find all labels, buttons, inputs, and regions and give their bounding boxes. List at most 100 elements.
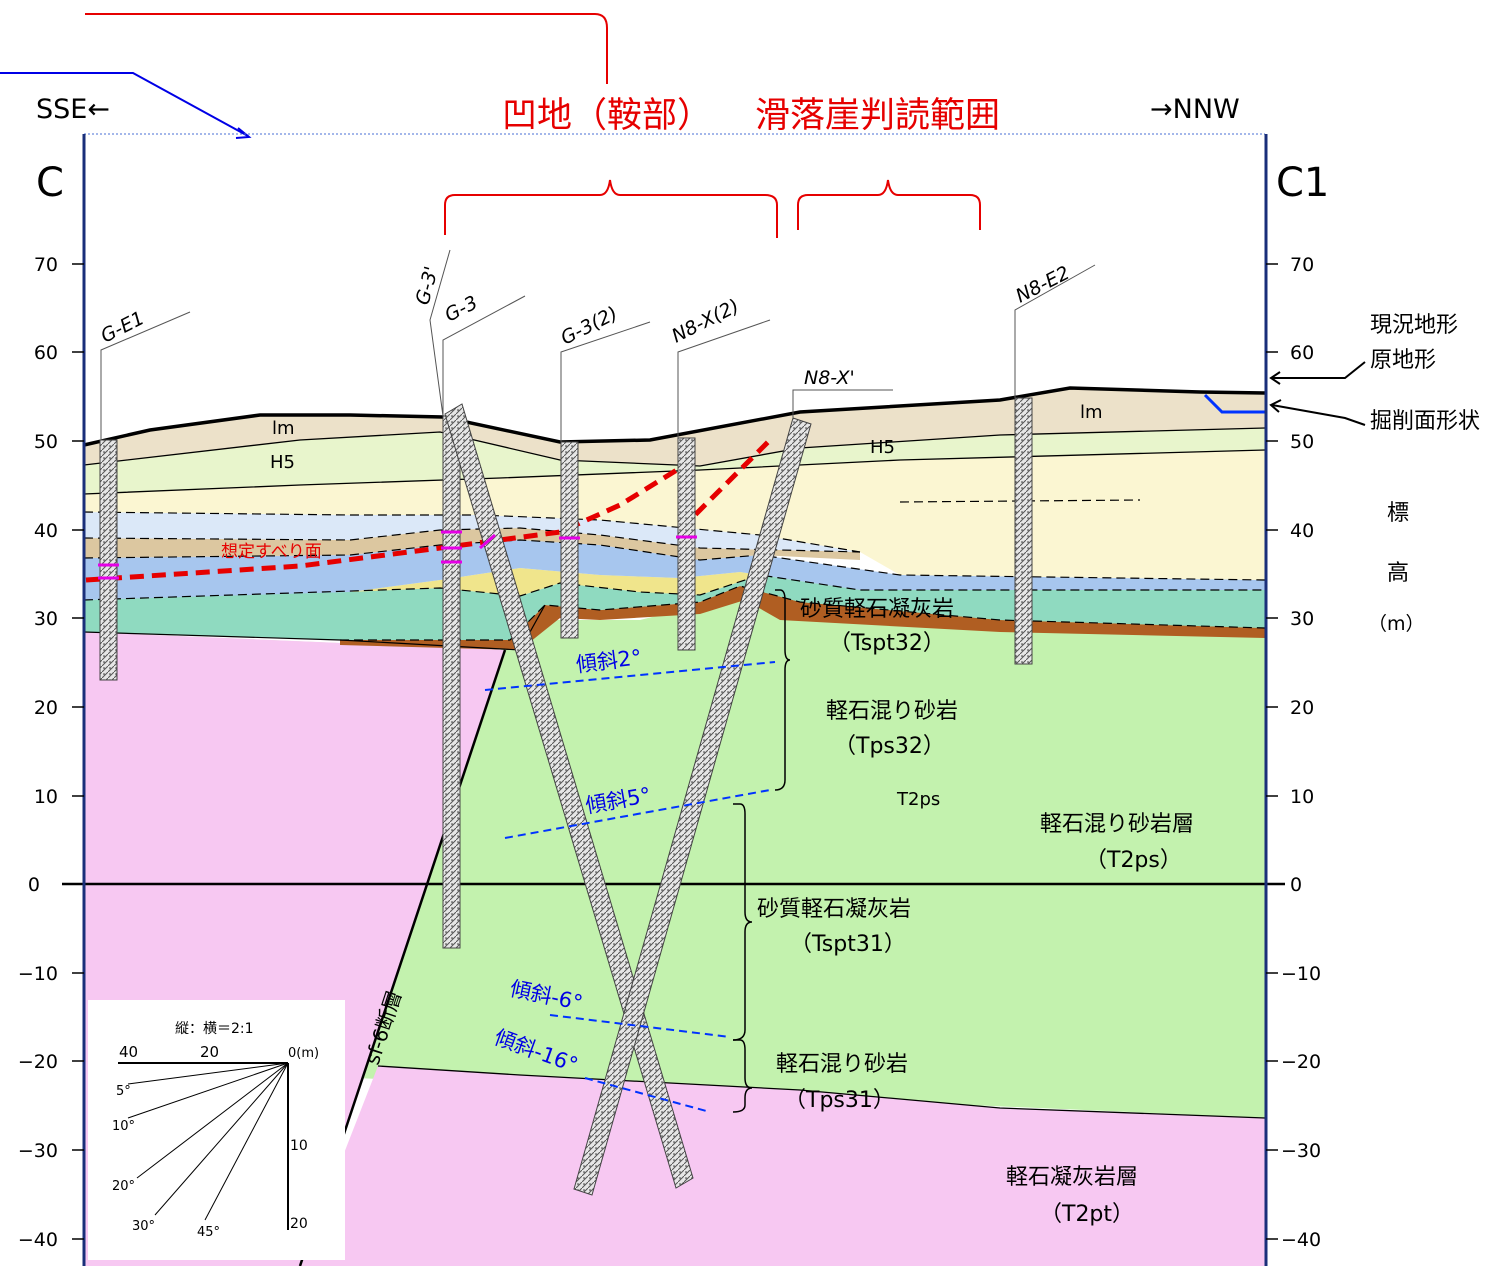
t2pt-code: （T2pt） [1040, 1202, 1134, 1227]
tick-label: 50 [1290, 431, 1314, 453]
tps32-label: 軽石混り砂岩 [826, 699, 958, 724]
inset-angle: 5° [116, 1084, 131, 1099]
tick-label: 70 [34, 254, 58, 276]
tspt31-label: 砂質軽石凝灰岩 [757, 897, 911, 922]
h5-layer [84, 428, 1265, 494]
cream-boundary [83, 449, 1266, 495]
black-braces [732, 589, 791, 1113]
borehole-leaders [100, 249, 1096, 442]
tick-label: 0 [1290, 874, 1302, 896]
t2ps-label: 軽石混り砂岩層 [1040, 812, 1194, 837]
lightblue-layer [84, 512, 860, 552]
t2pt-label: 軽石凝灰岩層 [1006, 1165, 1138, 1190]
inset-angle: 45° [197, 1225, 220, 1240]
inset-angle: 30° [132, 1219, 155, 1234]
tick-label: −30 [18, 1140, 58, 1162]
depression-title: 凹地（鞍部） [502, 96, 712, 136]
borehole-g-e1 [99, 439, 118, 681]
axis-unit: （m） [1368, 613, 1425, 635]
dip-lines [484, 661, 776, 1113]
tick-label: 40 [34, 520, 58, 542]
current-terrain-line [83, 386, 1266, 447]
borehole-n8-x-prime [573, 417, 812, 1196]
tick-label: 40 [1290, 520, 1314, 542]
red-braces [444, 179, 981, 238]
left-direction: SSE← [36, 94, 110, 125]
axis-ticks [72, 263, 1278, 1240]
lm-label-right: lm [1080, 402, 1103, 423]
dash-line-4 [83, 574, 1265, 601]
tick-label: −20 [1281, 1051, 1321, 1073]
section-label-left: C [36, 160, 64, 206]
slip-markers [98, 530, 697, 580]
slip-surface-line-2 [678, 438, 772, 532]
inset-angle: 10° [112, 1119, 135, 1134]
slip-surface-line-1 [85, 465, 682, 583]
tick-label: −10 [1281, 963, 1321, 985]
tick-label: 60 [34, 342, 58, 364]
tick-label: 60 [1290, 342, 1314, 364]
tps31-code: （Tps31） [784, 1088, 895, 1113]
tick-label: 30 [34, 608, 58, 630]
excavation-pointer-line [0, 72, 249, 137]
tick-label: 0 [28, 874, 40, 896]
t2pt-boundary [377, 1065, 1266, 1119]
dash-line-2 [83, 527, 861, 553]
axis-title-char: 高 [1387, 561, 1409, 586]
inset-v-tick: 20 [290, 1216, 308, 1232]
inset-h-tick: 40 [119, 1043, 138, 1061]
inset-h-tick: 0(m) [288, 1046, 319, 1061]
tick-label: −40 [18, 1229, 58, 1251]
legend-arrows [1269, 361, 1366, 426]
axis-title-char: 標 [1387, 501, 1409, 526]
tick-label: −10 [18, 963, 58, 985]
borehole-g-3 [442, 415, 461, 949]
tick-label: −30 [1281, 1140, 1321, 1162]
t2pt-bottom-layer [300, 1066, 1265, 1266]
right-tick-labels: 70 60 50 40 30 20 10 0 −10 −20 −30 −40 [1281, 254, 1321, 1251]
h5-boundary [83, 427, 1266, 467]
h5-label-left: H5 [270, 452, 295, 473]
excavation-line [1203, 393, 1265, 414]
tick-label: 10 [34, 786, 58, 808]
tick-label: 20 [1290, 697, 1314, 719]
borehole-label: N8-X' [804, 367, 855, 389]
borehole-n8-x2 [677, 437, 696, 651]
tick-label: −20 [18, 1051, 58, 1073]
t2ps-center-label: T2ps [896, 789, 940, 810]
tps32-code: （Tps32） [834, 734, 945, 759]
scale-inset: 縦：横＝2:1 40 20 0(m) 10 20 5° 10° 20° 30° … [88, 1000, 345, 1260]
borehole-n8-e2 [1014, 397, 1033, 665]
t2ps-boundary [83, 604, 546, 651]
tps31-label: 軽石混り砂岩 [776, 1052, 908, 1077]
left-tick-labels: 70 60 50 40 30 20 10 0 −10 −20 −30 −40 [18, 254, 58, 1251]
tick-label: 30 [1290, 608, 1314, 630]
lm-layer [84, 388, 1265, 466]
dash-line-3 [83, 539, 1266, 581]
inset-h-tick: 20 [200, 1043, 219, 1061]
h5-label-right: H5 [870, 437, 895, 458]
tspt31-code: （Tspt31） [790, 932, 906, 957]
tick-label: 70 [1290, 254, 1314, 276]
teal-layer [84, 575, 1265, 640]
inset-background [88, 1000, 345, 1260]
borehole-g-3-2 [560, 441, 579, 639]
tan-layer [84, 528, 860, 560]
tspt32-layer [340, 586, 1265, 650]
section-label-right: C1 [1276, 160, 1329, 206]
legend-original-terrain: 原地形 [1370, 348, 1436, 373]
arrow-head-icon [235, 127, 252, 139]
tspt32-code: （Tspt32） [829, 631, 945, 656]
right-direction: →NNW [1150, 94, 1240, 125]
inset-angle: 20° [112, 1179, 135, 1194]
tick-label: −40 [1281, 1229, 1321, 1251]
tspt32-label: 砂質軽石凝灰岩 [800, 597, 954, 622]
tick-label: 10 [1290, 786, 1314, 808]
tick-label: 50 [34, 431, 58, 453]
inset-angle-lines [127, 1062, 289, 1221]
scarp-title: 滑落崖判読範囲 [755, 96, 1000, 136]
t2ps-code: （T2ps） [1085, 848, 1182, 873]
tick-label: 20 [34, 697, 58, 719]
